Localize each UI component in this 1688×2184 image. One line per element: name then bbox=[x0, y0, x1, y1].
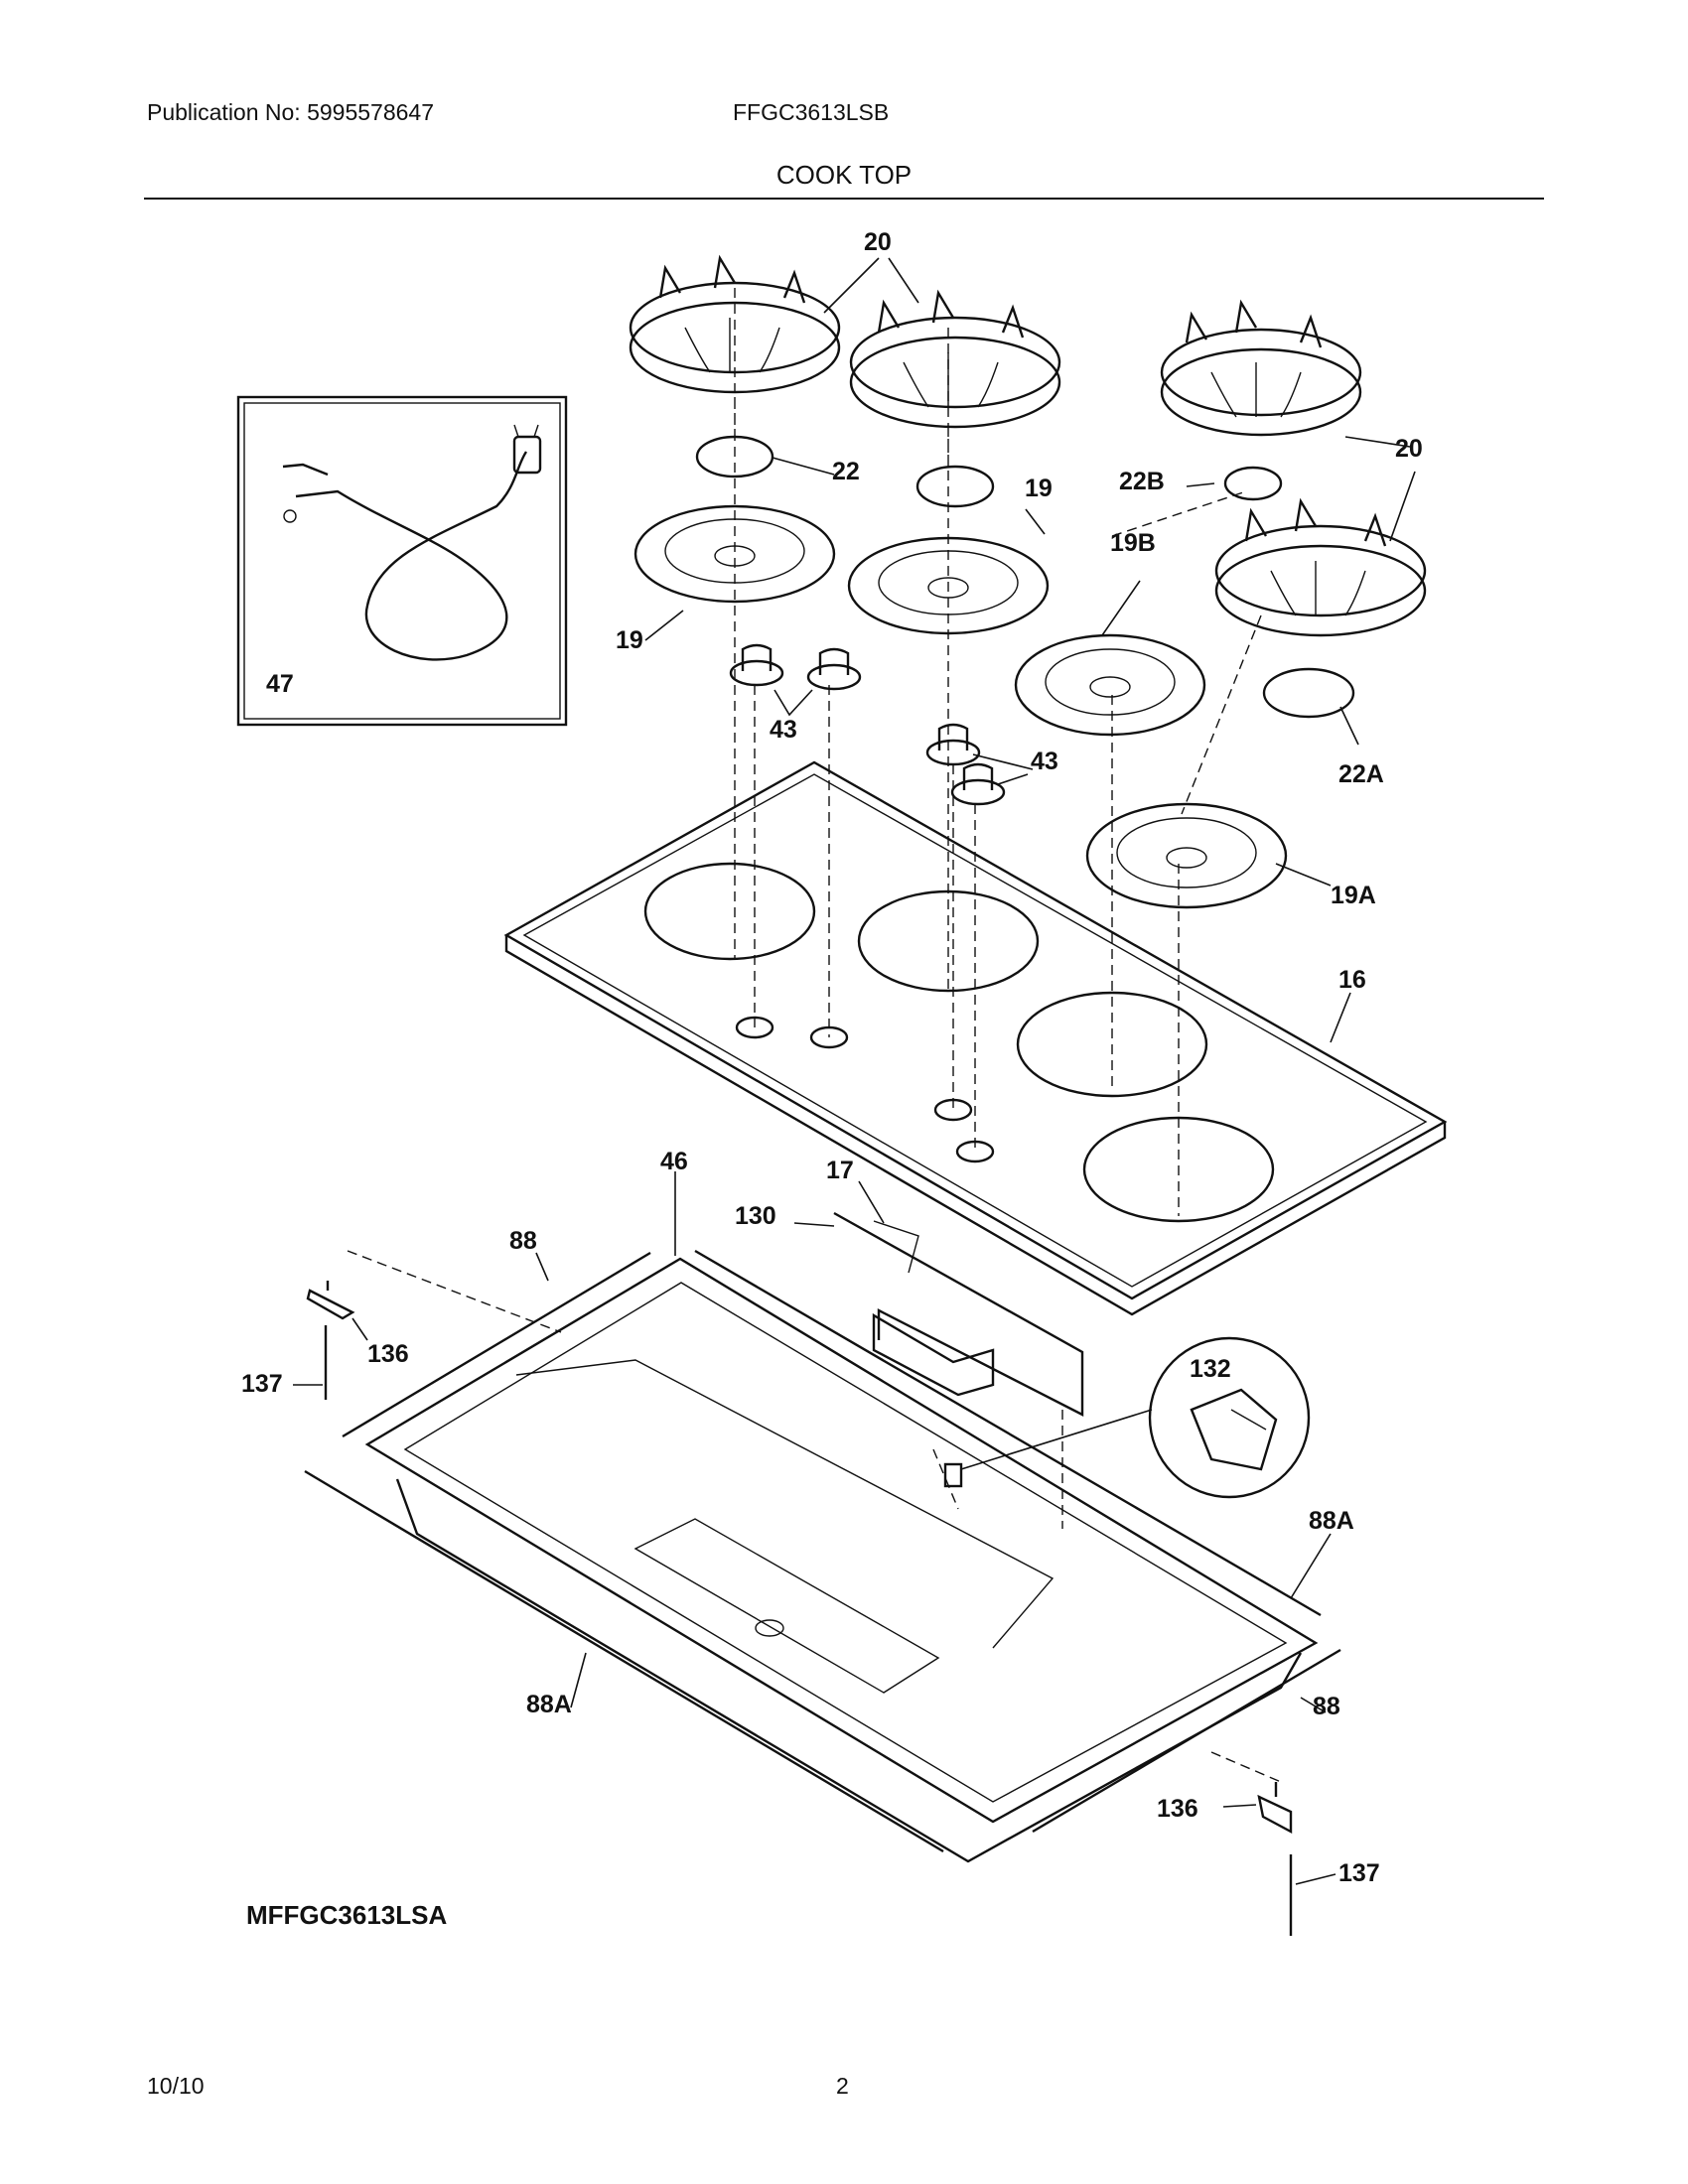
callout-47: 47 bbox=[266, 670, 294, 698]
spark-module-detail bbox=[943, 1336, 1311, 1499]
burner-grate bbox=[1214, 497, 1427, 637]
callout-88: 88 bbox=[509, 1227, 537, 1255]
rear-seal bbox=[694, 1249, 1322, 1617]
burner-grate bbox=[1160, 299, 1362, 437]
section-title: COOK TOP bbox=[775, 160, 913, 190]
cooktop-top-panel bbox=[503, 760, 1448, 1316]
callout-20-right: 20 bbox=[1395, 435, 1423, 463]
callout-19b: 19B bbox=[1110, 529, 1156, 557]
leader-lines bbox=[293, 257, 1416, 1885]
spark-switch bbox=[943, 1462, 963, 1488]
callout-16: 16 bbox=[1338, 966, 1366, 994]
callout-43-right: 43 bbox=[1031, 748, 1058, 775]
burner-cap-small bbox=[1223, 466, 1283, 501]
callout-22b: 22B bbox=[1119, 468, 1165, 495]
callout-137: 137 bbox=[241, 1370, 283, 1398]
callout-88a: 88A bbox=[1309, 1507, 1354, 1535]
callout-19a: 19A bbox=[1331, 882, 1376, 909]
callout-43: 43 bbox=[770, 716, 797, 744]
diagram-id: MFFGC3613LSA bbox=[246, 1900, 448, 1930]
callout-136-right: 136 bbox=[1157, 1795, 1198, 1823]
front-seal bbox=[304, 1469, 944, 1853]
side-seal bbox=[342, 1251, 651, 1438]
callout-17: 17 bbox=[826, 1157, 854, 1184]
mounting-bracket bbox=[1257, 1782, 1293, 1835]
header-rule bbox=[144, 198, 1544, 200]
callout-136: 136 bbox=[367, 1340, 409, 1368]
burner-grate bbox=[849, 289, 1061, 429]
control-knob bbox=[729, 643, 784, 687]
callout-88-right: 88 bbox=[1313, 1693, 1340, 1720]
page-number: 2 bbox=[836, 2073, 849, 2099]
callout-130: 130 bbox=[735, 1202, 776, 1230]
callout-19-left: 19 bbox=[616, 626, 643, 654]
manifold-bracket bbox=[833, 1211, 1084, 1417]
callout-88a-left: 88A bbox=[526, 1691, 572, 1718]
callout-22: 22 bbox=[832, 458, 860, 485]
control-knob bbox=[806, 647, 862, 691]
callout-46: 46 bbox=[660, 1148, 688, 1175]
callout-22a: 22A bbox=[1338, 760, 1384, 788]
control-knob bbox=[950, 762, 1006, 806]
publication-number: Publication No: 5995578647 bbox=[147, 99, 435, 125]
control-knob bbox=[925, 723, 981, 766]
burner-head bbox=[1085, 802, 1288, 909]
callout-19: 19 bbox=[1025, 475, 1053, 502]
callout-137-right: 137 bbox=[1338, 1859, 1380, 1887]
burner-head bbox=[633, 504, 836, 604]
callout-132: 132 bbox=[1190, 1355, 1231, 1383]
footer-date: 10/10 bbox=[147, 2073, 205, 2099]
power-cord-inset bbox=[236, 395, 568, 727]
burner-cap-large bbox=[1262, 667, 1355, 719]
mounting-bracket bbox=[306, 1281, 355, 1320]
burner-cap bbox=[915, 465, 995, 508]
side-seal bbox=[1032, 1648, 1341, 1834]
alignment-lines bbox=[734, 288, 1262, 1216]
burner-head bbox=[1014, 633, 1206, 737]
burner-box-pan bbox=[364, 1257, 1319, 1863]
callout-20: 20 bbox=[864, 228, 892, 256]
model-number: FFGC3613LSB bbox=[733, 99, 890, 125]
